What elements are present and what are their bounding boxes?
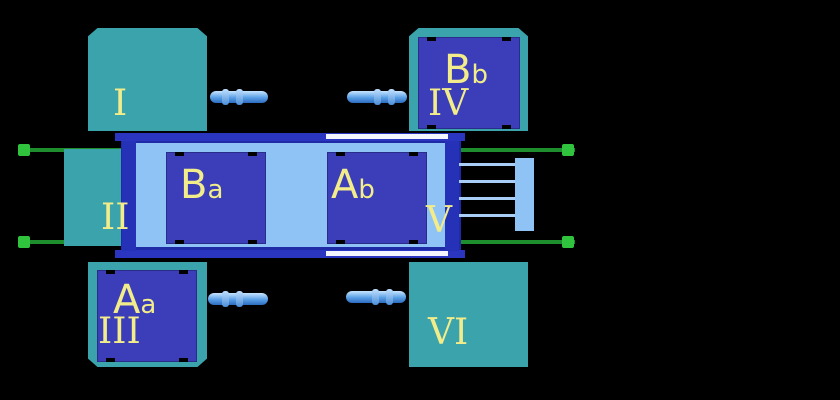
carriage-rail-bottom-highlight [326, 251, 448, 256]
station-label-II: II [101, 197, 130, 238]
station-label-I: I [113, 83, 128, 124]
carriage-rail-bottom [115, 250, 465, 258]
pusher-plate [515, 158, 534, 231]
station-label-IV: IV [428, 83, 469, 124]
group-label-Ba: Ba [180, 162, 224, 208]
carriage-rail-top [115, 133, 465, 141]
rail-end-bottom-right [562, 236, 574, 248]
group-card-Bb [418, 37, 520, 129]
pusher-rod [459, 163, 517, 166]
station-I [88, 28, 207, 131]
group-label-Ab: Ab [331, 162, 375, 208]
pusher-rod [459, 197, 517, 200]
rail-end-top-right [562, 144, 574, 156]
station-label-III: III [98, 311, 141, 352]
carriage-rail-top-highlight [326, 134, 448, 139]
pusher-rod [459, 214, 517, 217]
group-card-Aa [97, 270, 197, 362]
station-label-VI: VI [428, 312, 469, 353]
station-label-V: V [426, 200, 452, 241]
group-card-Ab [327, 152, 427, 244]
group-card-Ba [166, 152, 266, 244]
carriage-side-right [445, 141, 459, 251]
carriage-side-left [122, 141, 136, 251]
pusher-rod [459, 180, 517, 183]
rail-end-top-left [18, 144, 30, 156]
station-VI [409, 262, 528, 367]
rail-end-bottom-left [18, 236, 30, 248]
group-label-Aa: Aa [113, 277, 157, 323]
group-label-Bb: Bb [444, 47, 488, 93]
